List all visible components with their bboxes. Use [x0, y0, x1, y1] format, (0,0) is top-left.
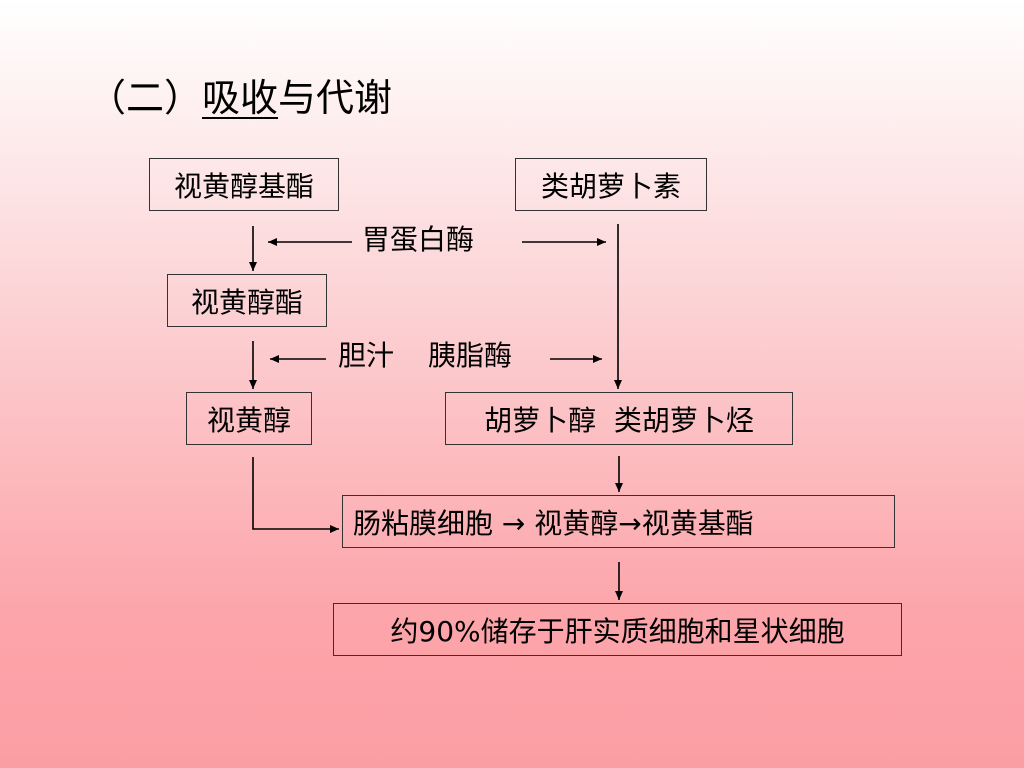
node-retinol-label: 视黄醇	[206, 403, 291, 437]
label-bile: 胆汁	[338, 339, 395, 372]
node-retinol-ester: 视黄醇酯	[167, 274, 327, 327]
node-intestine: 肠粘膜细胞 → 视黄醇→视黄基酯	[342, 495, 895, 548]
node-retinyl-ester-label: 视黄醇基酯	[173, 169, 314, 203]
node-carotene: 类胡萝卜素	[515, 158, 707, 211]
node-intestine-label: 肠粘膜细胞 → 视黄醇→视黄基酯	[353, 506, 754, 540]
title-prefix: （二）	[88, 76, 203, 120]
page-title: （二）吸收与代谢	[88, 70, 392, 126]
node-liver: 约90%储存于肝实质细胞和星状细胞	[333, 603, 902, 656]
arrow-retinol-to-intestine	[252, 457, 339, 533]
label-gastric-enzyme: 胃蛋白酶	[362, 223, 475, 256]
node-retinol: 视黄醇	[186, 392, 312, 445]
node-carotenol: 胡萝卜醇 类胡萝卜烃	[445, 392, 793, 445]
node-carotene-label: 类胡萝卜素	[540, 169, 681, 203]
title-underlined: 吸收	[202, 76, 279, 120]
node-retinol-ester-label: 视黄醇酯	[190, 285, 303, 319]
node-retinyl-ester: 视黄醇基酯	[149, 158, 339, 211]
node-carotenol-label: 胡萝卜醇 类胡萝卜烃	[484, 403, 754, 437]
title-suffix: 与代谢	[278, 76, 393, 120]
label-pancreatic-lipase: 胰脂酶	[428, 339, 513, 372]
node-liver-label: 约90%储存于肝实质细胞和星状细胞	[390, 614, 845, 648]
